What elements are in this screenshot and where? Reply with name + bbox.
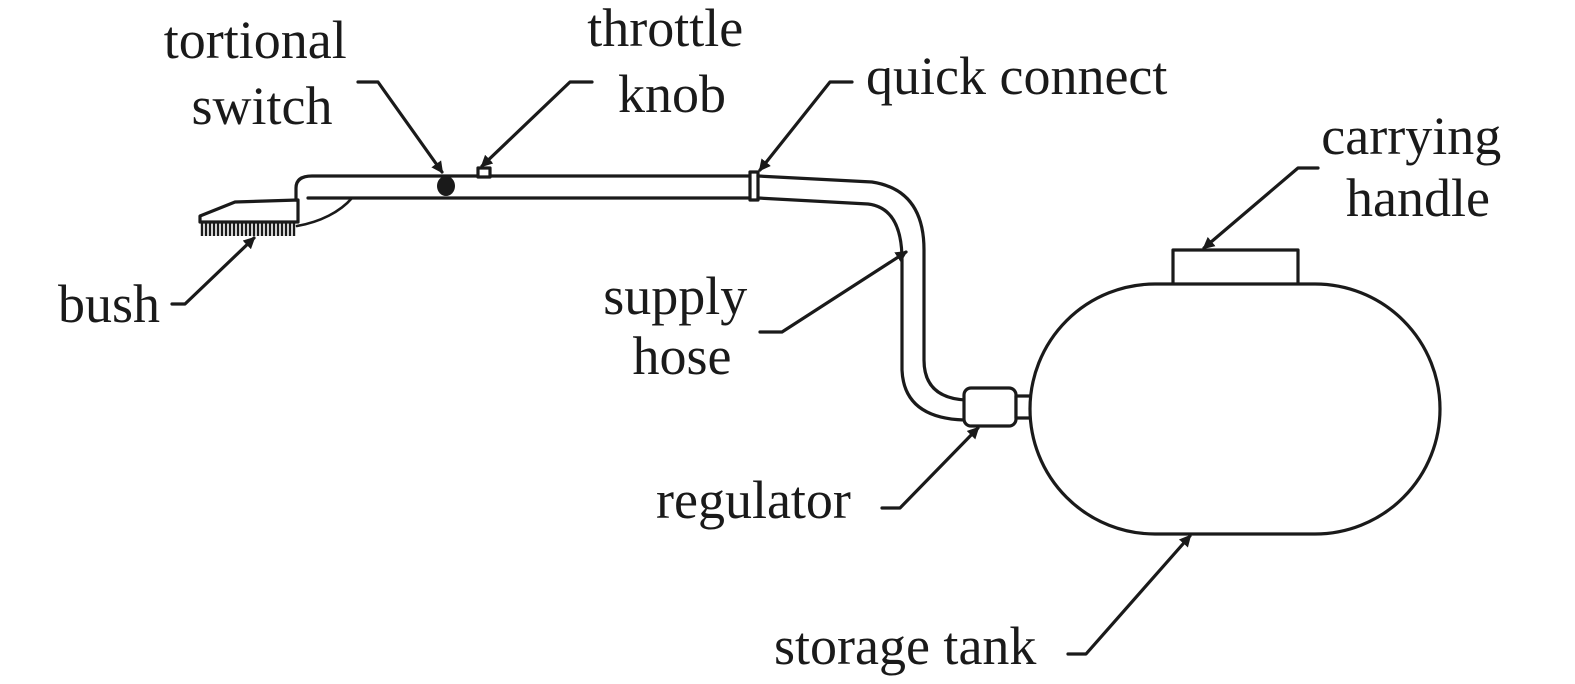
label-storage-tank: storage tank <box>774 616 1036 676</box>
quick-connect <box>748 170 760 202</box>
throttle-knob <box>476 166 492 179</box>
label-tortional-switch: tortional switch <box>164 10 360 136</box>
label-regulator: regulator <box>656 470 851 530</box>
leader-supply-hose <box>758 250 908 334</box>
leader-bush <box>170 236 256 306</box>
label-quick-connect: quick connect <box>866 46 1167 106</box>
brush-bristles <box>200 222 296 236</box>
label-throttle-knob: throttle knob <box>587 0 756 124</box>
leaders <box>170 80 1320 656</box>
leader-carrying-handle <box>1202 166 1320 250</box>
leader-tortional-switch <box>356 80 444 174</box>
label-carrying-handle: carrying handle <box>1321 106 1514 228</box>
leader-storage-tank <box>1066 534 1192 656</box>
wand <box>198 166 760 236</box>
supply-hose <box>756 174 968 422</box>
wand-tube <box>294 174 754 202</box>
labels: tortional switch throttle knob quick con… <box>58 0 1514 676</box>
tortional-switch <box>437 176 455 196</box>
label-supply-hose: supply hose <box>603 266 761 386</box>
storage-tank <box>1028 248 1442 536</box>
brush-neck <box>295 196 354 228</box>
carrying-handle <box>1171 248 1300 288</box>
leader-throttle-knob <box>480 80 594 168</box>
brush-head <box>198 198 300 224</box>
leader-regulator <box>880 426 980 510</box>
tank-body <box>1028 282 1442 536</box>
regulator <box>962 386 1034 428</box>
label-bush: bush <box>58 274 160 334</box>
leader-quick-connect <box>758 80 854 172</box>
